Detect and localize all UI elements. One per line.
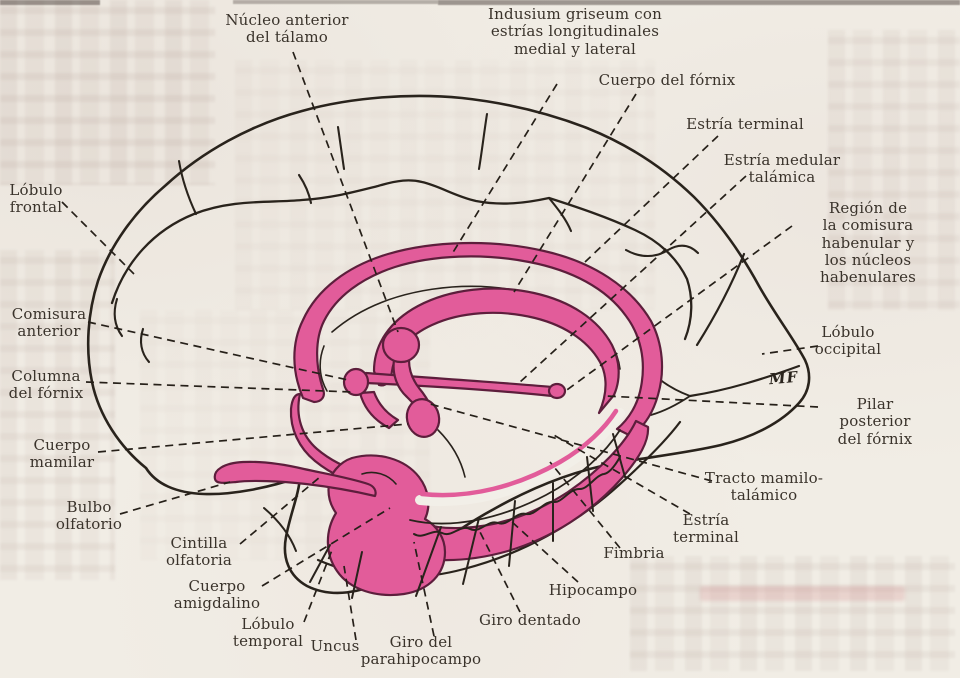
leader-nucleo-anterior-talamo: [292, 51, 399, 333]
artist-initials: MF: [768, 367, 799, 389]
label-cuerpo-mamilar: Cuerpo mamilar: [29, 436, 95, 472]
leader-indusium-griseum: [451, 83, 558, 255]
label-estria-terminal-inferior: Estría terminal: [672, 511, 740, 547]
stria-terminalis-ring: [293, 241, 664, 438]
label-estria-terminal-superior: Estría terminal: [686, 115, 804, 133]
leader-pilar-posterior-del-fornix: [605, 395, 819, 408]
label-pilar-posterior-del-fornix: Pilar posterior del fórnix: [837, 395, 913, 448]
fimbria-gap: [415, 408, 625, 507]
bleedthrough-smudge: [630, 556, 955, 671]
label-estria-medular-talamica: Estría medular talámica: [723, 151, 841, 187]
bleedthrough-heading: [700, 586, 905, 601]
fornix-column: [358, 390, 400, 430]
mammillary-body: [405, 398, 441, 438]
leader-lobulo-frontal: [61, 201, 135, 275]
leader-lobulo-occipital: [761, 345, 819, 355]
anterior-thalamic-nucleus: [381, 326, 421, 364]
label-giro-dentado: Giro dentado: [479, 611, 581, 629]
page-edge-artifact: [438, 0, 960, 5]
leader-fimbria: [549, 461, 621, 549]
leader-region-comisura-habenular: [563, 225, 793, 393]
sulci-lines: [110, 112, 801, 579]
label-indusium-griseum: Indusium griseum con estrías longitudina…: [488, 5, 662, 58]
label-lobulo-frontal: Lóbulo frontal: [9, 181, 63, 217]
label-region-comisura-habenular: Región de la comisura habenular y los nú…: [819, 199, 917, 286]
label-lobulo-occipital: Lóbulo occipital: [814, 323, 882, 359]
calcarine-sulcus: [688, 364, 801, 398]
label-tracto-mamilotalamico: Tracto mamilo- talámico: [704, 469, 824, 505]
leader-lines: [61, 51, 819, 641]
bleedthrough-smudge: [828, 30, 960, 310]
label-comisura-anterior: Comisura anterior: [11, 305, 87, 341]
cingulate-sulcus: [110, 179, 693, 341]
fimbria-band: [419, 408, 619, 498]
olfactory-bulb-tract: [213, 460, 377, 498]
leader-cuerpo-mamilar: [97, 423, 409, 453]
label-cuerpo-del-fornix: Cuerpo del fórnix: [598, 71, 736, 89]
leader-giro-dentado: [477, 527, 521, 613]
label-columna-del-fornix: Columna del fórnix: [8, 367, 84, 403]
leader-comisura-anterior: [87, 321, 349, 381]
leader-tracto-mamilotalamico: [429, 403, 713, 482]
label-fimbria: Fimbria: [603, 544, 665, 562]
label-cintilla-olfatoria: Cintilla olfatoria: [165, 534, 233, 570]
label-nucleo-anterior-talamo: Núcleo anterior del tálamo: [225, 11, 349, 47]
bleedthrough-smudge: [0, 250, 115, 580]
leader-columna-del-fornix: [85, 381, 353, 393]
label-bulbo-olfatorio: Bulbo olfatorio: [55, 498, 123, 534]
leader-cuerpo-del-fornix: [513, 93, 637, 293]
anterior-commissure: [342, 367, 370, 397]
label-uncus: Uncus: [310, 637, 360, 655]
leader-giro-del-parahipocampo: [413, 541, 435, 637]
limbic-system: [213, 241, 664, 596]
dentate-gyrus-wavy-line: [413, 456, 621, 537]
leader-cintilla-olfatoria: [239, 476, 321, 545]
hippocampal-sulcus: [409, 429, 621, 525]
label-cuerpo-amigdalino: Cuerpo amigdalino: [173, 577, 261, 613]
label-lobulo-temporal: Lóbulo temporal: [232, 615, 304, 651]
leader-estria-medular-talamica: [519, 175, 747, 383]
label-hipocampo: Hipocampo: [548, 581, 638, 599]
label-giro-del-parahipocampo: Giro del parahipocampo: [360, 633, 482, 669]
leader-estria-terminal-superior: [584, 135, 719, 263]
leader-cuerpo-amigdalino: [261, 507, 391, 587]
leader-bulbo-olfatorio: [119, 481, 231, 515]
habenular-region: [547, 382, 567, 400]
leader-hipocampo: [511, 521, 579, 583]
parieto-occipital-sulcus: [695, 252, 746, 347]
bleedthrough-smudge: [0, 0, 215, 185]
detail-lines: [309, 429, 626, 599]
page-edge-artifact: [0, 0, 100, 5]
page-edge-artifact: [233, 0, 438, 4]
